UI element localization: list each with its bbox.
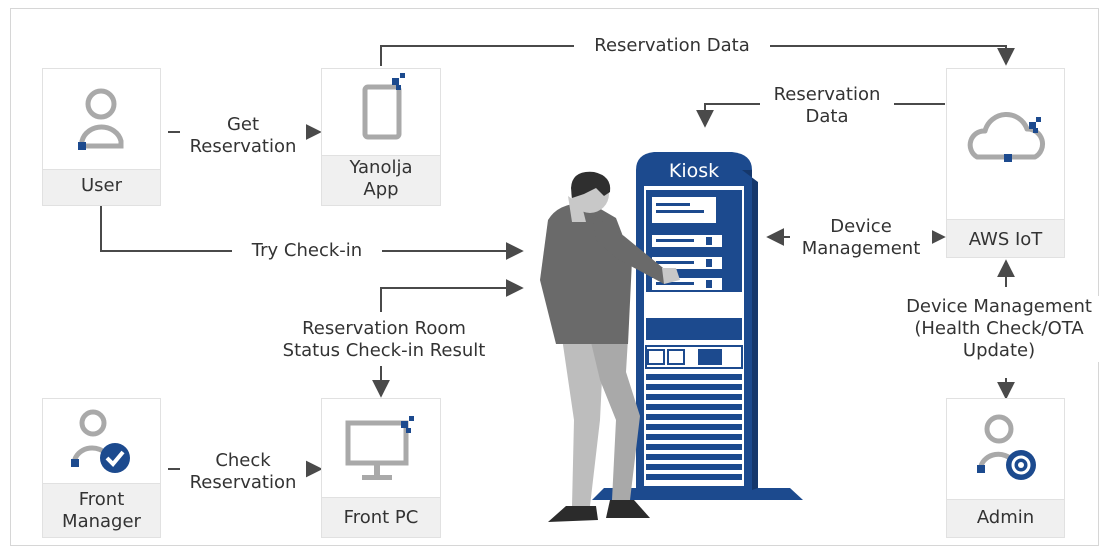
kiosk-base	[592, 488, 803, 500]
node-front-manager-label-2: Manager	[62, 511, 141, 532]
cloud-icon	[967, 111, 1046, 162]
node-yanolja-app-label-2: App	[363, 179, 399, 200]
edge-label-check-reservation: Check Reservation	[180, 450, 306, 494]
node-front-manager-label-1: Front	[78, 489, 125, 510]
edge-room-status-up	[380, 279, 524, 312]
tablet-icon	[362, 73, 405, 140]
node-front-pc: Front PC	[321, 398, 441, 538]
node-yanolja-app: Yanolja App	[321, 68, 441, 206]
edge-label-admin-device-management: Device Management (Health Check/OTA Upda…	[895, 296, 1103, 362]
node-front-manager: Front Manager	[42, 398, 161, 538]
manager-check-icon	[71, 409, 130, 473]
kiosk-header-label: Kiosk	[668, 160, 720, 182]
monitor-icon	[345, 416, 414, 480]
node-yanolja-app-label-1: Yanolja	[349, 157, 413, 178]
node-aws-iot-label: AWS IoT	[968, 229, 1043, 250]
admin-gear-icon	[977, 414, 1036, 480]
edge-label-get-reservation: Get Reservation	[180, 114, 306, 158]
node-admin-label: Admin	[976, 507, 1035, 528]
user-icon	[78, 88, 124, 150]
node-front-pc-label: Front PC	[343, 507, 419, 528]
edge-label-device-management: Device Management	[790, 216, 932, 260]
person-figure	[540, 171, 680, 522]
edge-label-reservation-data-kiosk: Reservation Data	[760, 84, 894, 128]
edge-label-room-status: Reservation Room Status Check-in Result	[262, 318, 506, 362]
node-user: User	[42, 68, 161, 206]
edge-label-reservation-data-top: Reservation Data	[574, 35, 770, 57]
node-aws-iot: AWS IoT	[946, 68, 1065, 258]
node-user-label: User	[80, 175, 123, 196]
node-admin: Admin	[946, 398, 1065, 538]
edge-label-try-checkin: Try Check-in	[232, 240, 382, 262]
